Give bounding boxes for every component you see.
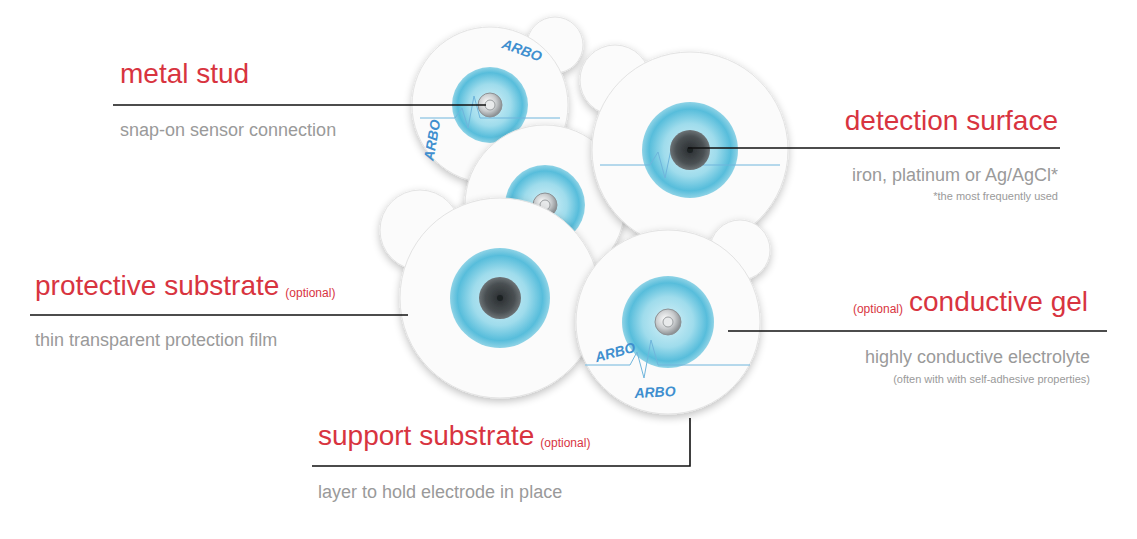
part-description: snap-on sensor connection (120, 121, 336, 139)
part-name: support substrate (318, 422, 534, 450)
footnote: (often with with self-adhesive propertie… (893, 374, 1090, 385)
part-name: protective substrate (35, 272, 279, 300)
electrode (576, 220, 770, 414)
part-name: conductive gel (909, 288, 1088, 316)
optional-tag: (optional) (853, 303, 903, 315)
leader-line (728, 330, 1107, 332)
brand-print: ARBO (634, 384, 676, 400)
leader-line (30, 314, 408, 316)
part-description: iron, platinum or Ag/AgCl* (852, 166, 1058, 184)
part-name: metal stud (120, 60, 249, 88)
part-description: layer to hold electrode in place (318, 483, 562, 501)
electrode (380, 190, 600, 398)
leader-line (113, 104, 486, 106)
part-description: thin transparent protection film (35, 331, 277, 349)
leader-line (688, 147, 1060, 149)
optional-tag: (optional) (285, 287, 335, 299)
leader-line (312, 418, 690, 466)
footnote: *the most frequently used (933, 191, 1058, 202)
electrode (580, 45, 788, 248)
part-name: detection surface (845, 107, 1058, 135)
optional-tag: (optional) (540, 437, 590, 449)
leader-lines (30, 105, 1107, 466)
part-description: highly conductive electrolyte (865, 348, 1090, 366)
